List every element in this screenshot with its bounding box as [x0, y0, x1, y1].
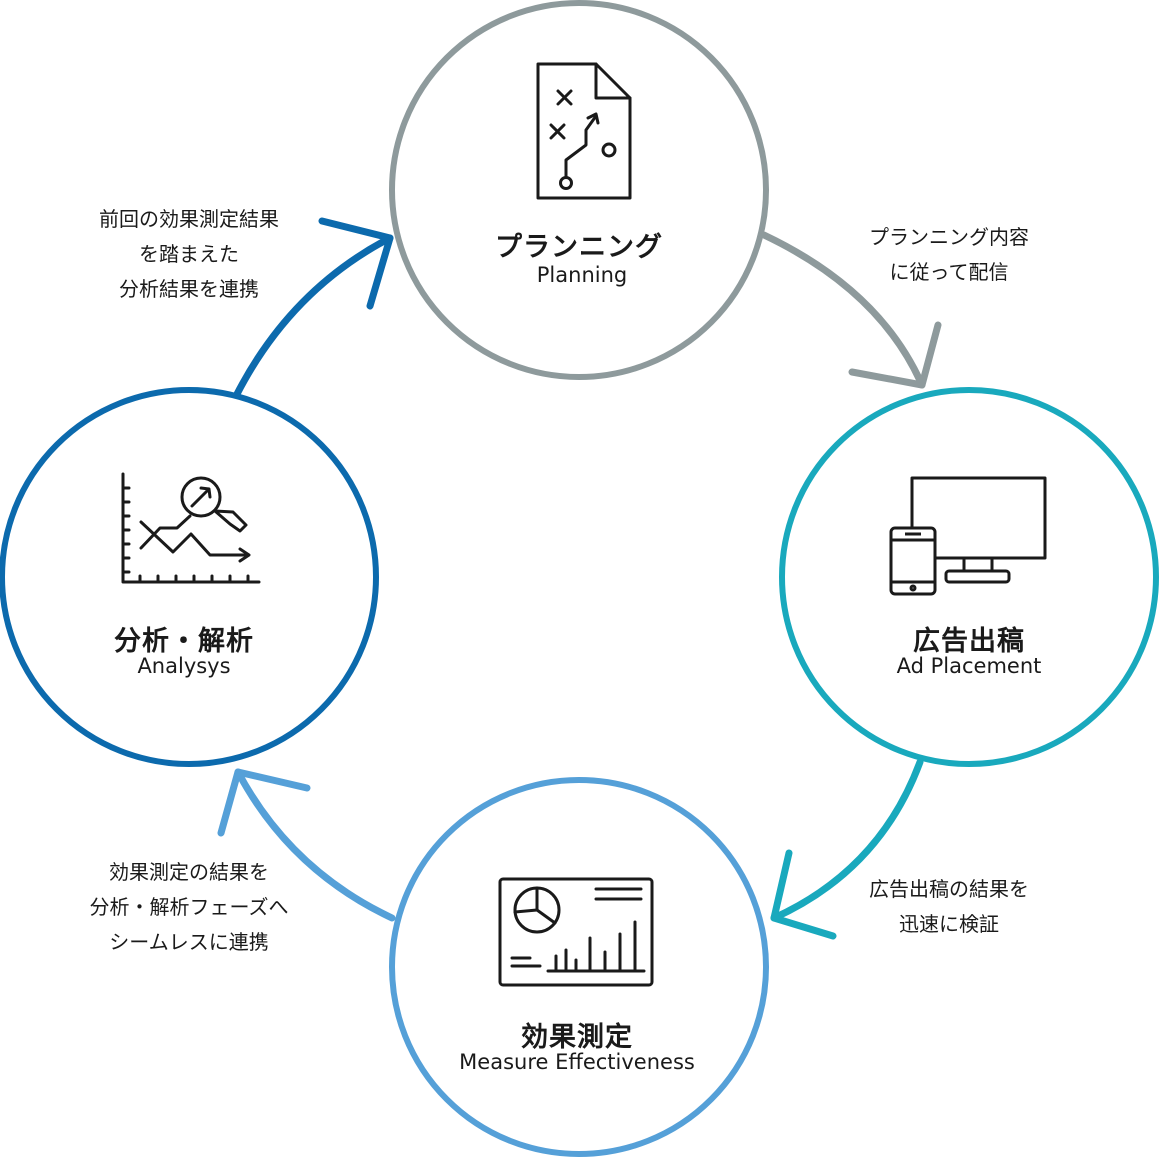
caption-analysis-to-planning: 前回の効果測定結果 を踏まえた 分析結果を連携: [99, 202, 279, 307]
arc-analysis-to-planning: [232, 234, 394, 400]
caption-line: を踏まえた: [139, 242, 239, 266]
stage-title-placement: 広告出稿: [913, 626, 1025, 657]
caption-line: シームレスに連携: [109, 930, 269, 954]
stage-circle-planning: [389, 0, 769, 380]
caption-line: 前回の効果測定結果: [99, 207, 279, 231]
arc-planning-to-placement: [760, 231, 926, 389]
caption-line: 迅速に検証: [899, 912, 999, 936]
stage-subtitle-analysis: Analysys: [137, 654, 231, 678]
stage-subtitle-measure: Measure Effectiveness: [459, 1050, 695, 1074]
stage-subtitle-placement: Ad Placement: [896, 654, 1042, 678]
arrowhead-analysis-to-planning: [318, 217, 394, 310]
dashboard-report-icon: [498, 877, 654, 987]
arrowhead-measure-to-analysis: [217, 768, 311, 837]
stage-circle-placement: [779, 387, 1159, 767]
stage-circle-analysis: [0, 387, 379, 767]
arrowhead-planning-to-placement: [848, 321, 942, 389]
caption-line: 広告出稿の結果を: [869, 877, 1029, 901]
arc-measure-to-analysis: [234, 768, 396, 922]
stage-circle-measure: [389, 777, 769, 1157]
caption-placement-to-measure: 広告出稿の結果を 迅速に検証: [869, 872, 1029, 942]
strategy-document-icon: [536, 62, 632, 200]
stage-title-measure: 効果測定: [521, 1022, 633, 1053]
stage-title-planning: プランニング: [495, 232, 663, 263]
caption-line: プランニング内容: [869, 225, 1029, 249]
caption-measure-to-analysis: 効果測定の結果を 分析・解析フェーズへ シームレスに連携: [90, 855, 289, 960]
arc-placement-to-measure: [770, 758, 924, 922]
caption-line: に従って配信: [889, 260, 1009, 284]
stage-subtitle-planning: Planning: [536, 263, 628, 287]
caption-line: 分析・解析フェーズへ: [89, 895, 289, 919]
monitor-smartphone-icon: [889, 476, 1047, 596]
caption-planning-to-placement: プランニング内容 に従って配信: [869, 220, 1029, 290]
caption-line: 分析結果を連携: [119, 277, 259, 301]
chart-magnifier-icon: [121, 472, 261, 584]
caption-line: 効果測定の結果を: [109, 860, 269, 884]
stage-title-analysis: 分析・解析: [114, 626, 254, 657]
arrowhead-placement-to-measure: [770, 849, 837, 940]
